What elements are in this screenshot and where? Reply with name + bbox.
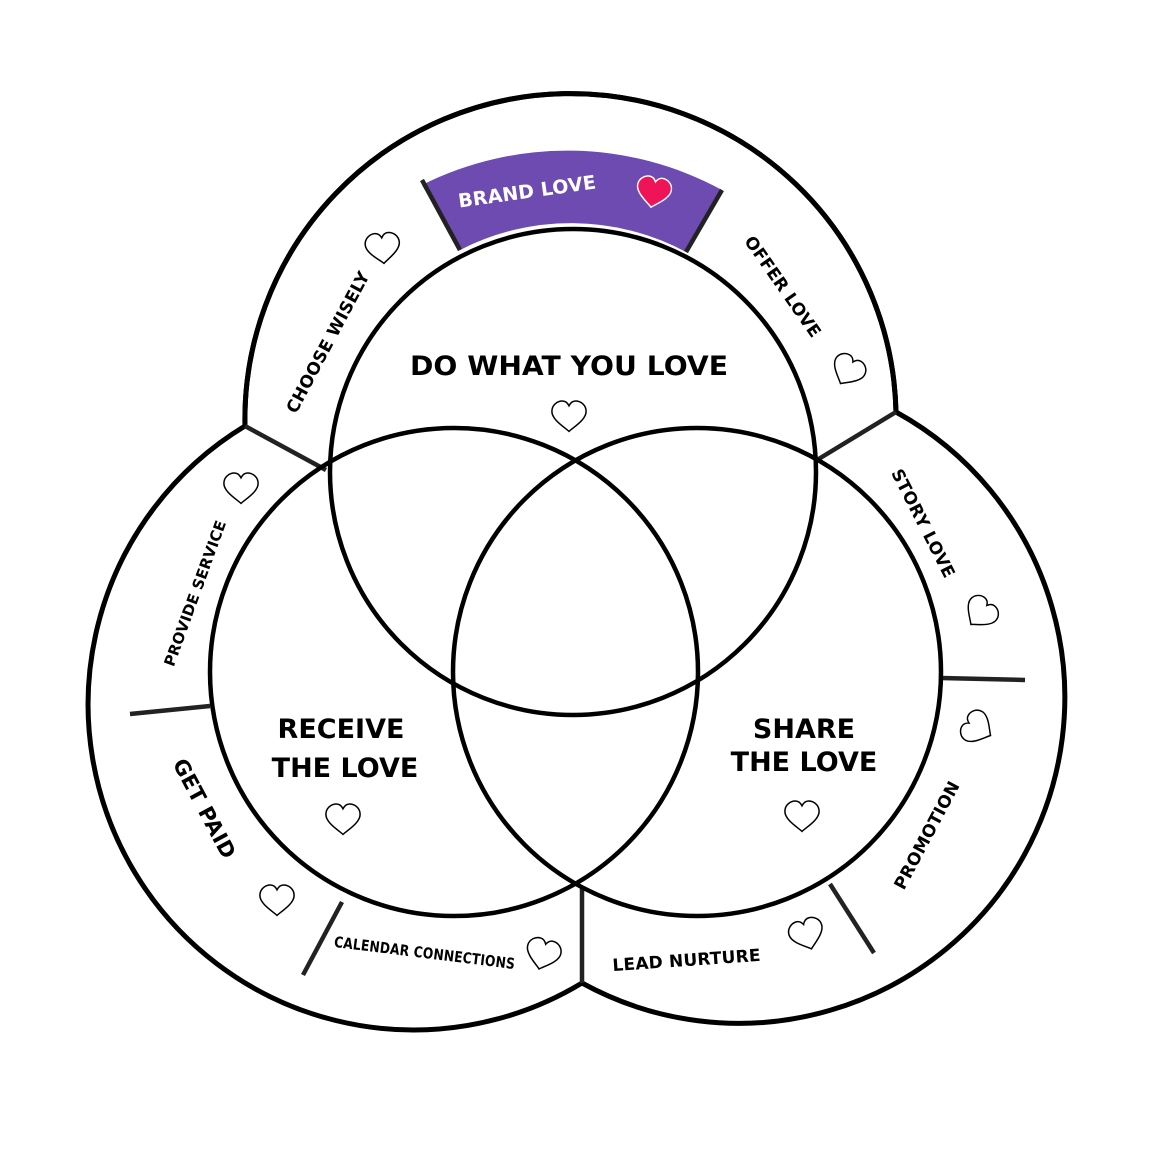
divider-provide-choose [243,424,328,472]
divider-promotion-lead [828,882,876,955]
circle-do-what-you-love[interactable] [327,226,819,718]
circle-share-the-love[interactable] [450,425,944,919]
label-receive: RECEIVE [278,714,405,745]
divider-offer-story [815,410,898,462]
divider-getpaid-provide [129,703,211,717]
divider-brand-offer [684,188,724,254]
divider-choose-brand [420,178,462,252]
label-do-what-you-love: DO WHAT YOU LOVE [410,351,728,382]
label-the-love-left: THE LOVE [272,753,419,784]
circle-receive-the-love[interactable] [207,425,701,919]
label-share: SHARE [753,714,855,745]
divider-story-promotion [940,675,1026,683]
outer-ring-top-edge [242,90,899,427]
divider-calendar-getpaid [301,900,344,977]
label-the-love-right: THE LOVE [731,747,878,778]
ring-dividers [129,178,1026,983]
circle-labels: DO WHAT YOU LOVE RECEIVE THE LOVE SHARE … [272,351,878,836]
